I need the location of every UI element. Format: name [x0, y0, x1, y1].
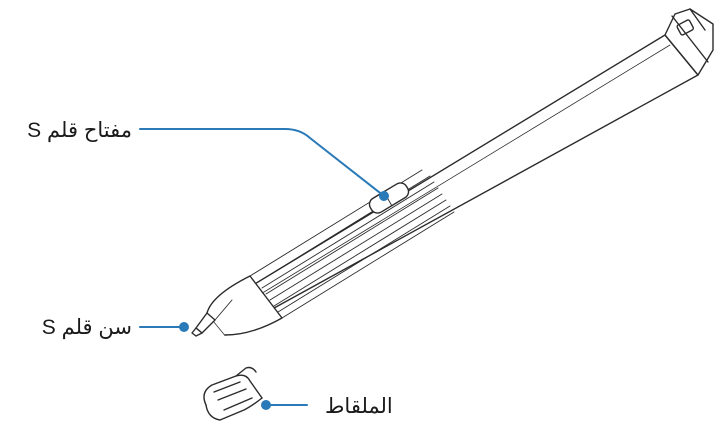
- s-pen-tip-label: سن قلم S: [41, 316, 132, 339]
- pen-cap-collar: [671, 15, 709, 63]
- button-leader-line: [139, 128, 385, 197]
- s-pen-button-label: مفتاح قلم S: [27, 119, 132, 142]
- button-leader-dot: [379, 191, 389, 201]
- pen-cap-slot: [676, 19, 694, 36]
- tweezers-leader-dot: [261, 400, 271, 410]
- pen-nose: [206, 275, 283, 336]
- tweezers-illustration: [203, 366, 263, 421]
- pen-body: [206, 34, 699, 336]
- pen-body-line: [217, 44, 671, 321]
- tip-leader-dot: [179, 322, 189, 332]
- pen-cap-edge: [689, 8, 706, 31]
- tweezers-label: الملقاط: [325, 395, 393, 418]
